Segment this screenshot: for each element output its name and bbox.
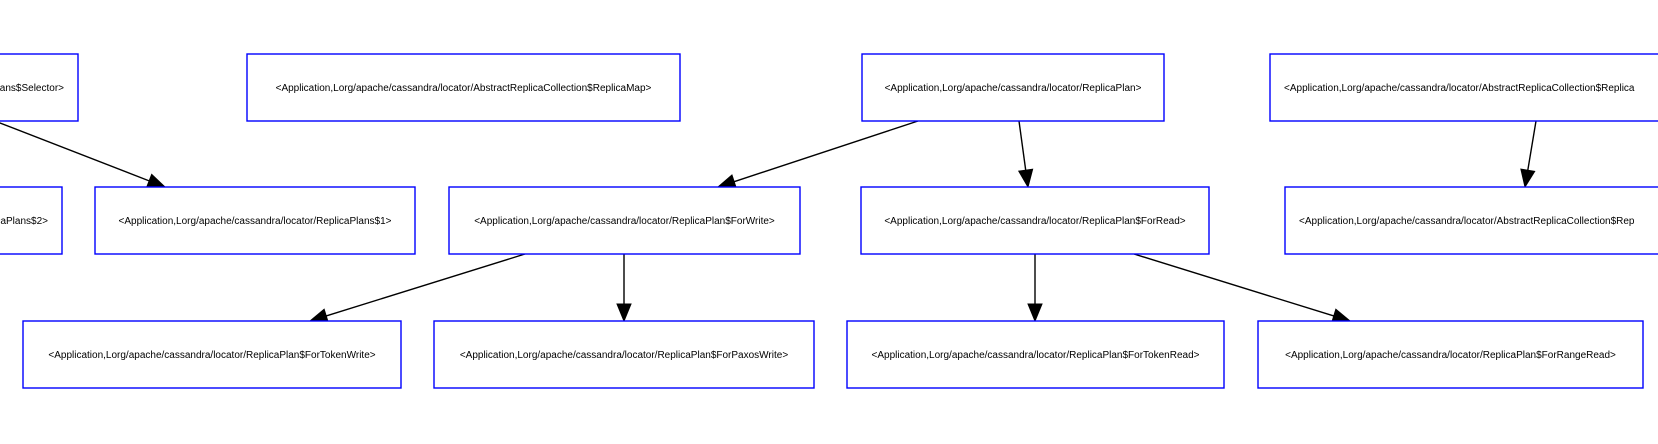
arrowhead-icon — [1520, 168, 1536, 189]
node-box — [448, 186, 801, 255]
node-label: <Application,Lorg/apache/cassandra/locat… — [48, 350, 375, 361]
node-box — [0, 53, 79, 122]
node-replicaplan: <Application,Lorg/apache/cassandra/locat… — [861, 53, 1165, 122]
edge-forread-to-fortokenread — [1027, 254, 1043, 323]
node-arc_replica_a: <Application,Lorg/apache/cassandra/locat… — [1269, 53, 1658, 122]
node-label: <Application,Lorg/apache/cassandra/locat… — [1299, 216, 1635, 227]
node-box — [0, 186, 63, 255]
edge-forwrite-to-forpaxoswrite — [616, 254, 632, 323]
node-label: <Application,Lorg/apache/cassandra/locat… — [0, 216, 48, 227]
arrowhead-icon — [1017, 168, 1034, 189]
node-forwrite: <Application,Lorg/apache/cassandra/locat… — [448, 186, 801, 255]
node-box — [1284, 186, 1658, 255]
edge-arc_replica_a-to-arc_rep_b — [1520, 120, 1537, 189]
arrowhead-icon — [616, 303, 632, 323]
node-replicaplans1: <Application,Lorg/apache/cassandra/locat… — [94, 186, 416, 255]
node-fortokenread: <Application,Lorg/apache/cassandra/locat… — [846, 320, 1225, 389]
edge-line — [1133, 253, 1334, 317]
node-box — [846, 320, 1225, 389]
edge-selector-to-replicaplans1 — [0, 122, 167, 188]
node-label: <Application,Lorg/apache/cassandra/locat… — [276, 83, 652, 94]
edge-line — [0, 122, 150, 182]
nodes-layer: <Application,Lorg/apache/cassandra/locat… — [0, 53, 1658, 389]
node-label: <Application,Lorg/apache/cassandra/locat… — [1284, 83, 1635, 94]
node-label: <Application,Lorg/apache/cassandra/locat… — [474, 216, 775, 227]
node-forrangeread: <Application,Lorg/apache/cassandra/locat… — [1257, 320, 1644, 389]
node-label: <Application,Lorg/apache/cassandra/locat… — [0, 83, 64, 94]
node-label: <Application,Lorg/apache/cassandra/locat… — [884, 216, 1185, 227]
edge-line — [326, 253, 526, 317]
node-box — [860, 186, 1210, 255]
node-box — [1257, 320, 1644, 389]
node-label: <Application,Lorg/apache/cassandra/locat… — [872, 350, 1200, 361]
node-selector: <Application,Lorg/apache/cassandra/locat… — [0, 53, 79, 122]
node-arc_rep_b: <Application,Lorg/apache/cassandra/locat… — [1284, 186, 1658, 255]
node-box — [246, 53, 681, 122]
edge-forread-to-forrangeread — [1133, 253, 1352, 324]
edge-replicaplan-to-forread — [1017, 120, 1034, 189]
edge-line — [733, 120, 919, 183]
node-replicamap: <Application,Lorg/apache/cassandra/locat… — [246, 53, 681, 122]
arrowhead-icon — [1027, 303, 1043, 323]
node-box — [1269, 53, 1658, 122]
edge-line — [1527, 120, 1537, 171]
node-label: <Application,Lorg/apache/cassandra/locat… — [119, 216, 392, 227]
node-label: <Application,Lorg/apache/cassandra/locat… — [885, 83, 1142, 94]
node-box — [94, 186, 416, 255]
edge-line — [1018, 120, 1027, 171]
node-forpaxoswrite: <Application,Lorg/apache/cassandra/locat… — [433, 320, 815, 389]
node-box — [433, 320, 815, 389]
node-label: <Application,Lorg/apache/cassandra/locat… — [1285, 350, 1616, 361]
edges-layer — [0, 120, 1537, 324]
arrowhead-icon — [145, 173, 167, 188]
node-box — [861, 53, 1165, 122]
edge-forwrite-to-fortokenwrite — [308, 253, 526, 324]
node-box — [22, 320, 402, 389]
node-forread: <Application,Lorg/apache/cassandra/locat… — [860, 186, 1210, 255]
edge-replicaplan-to-forwrite — [716, 120, 919, 189]
node-label: <Application,Lorg/apache/cassandra/locat… — [460, 350, 788, 361]
node-fortokenwrite: <Application,Lorg/apache/cassandra/locat… — [22, 320, 402, 389]
node-replicaplans2: <Application,Lorg/apache/cassandra/locat… — [0, 186, 63, 255]
